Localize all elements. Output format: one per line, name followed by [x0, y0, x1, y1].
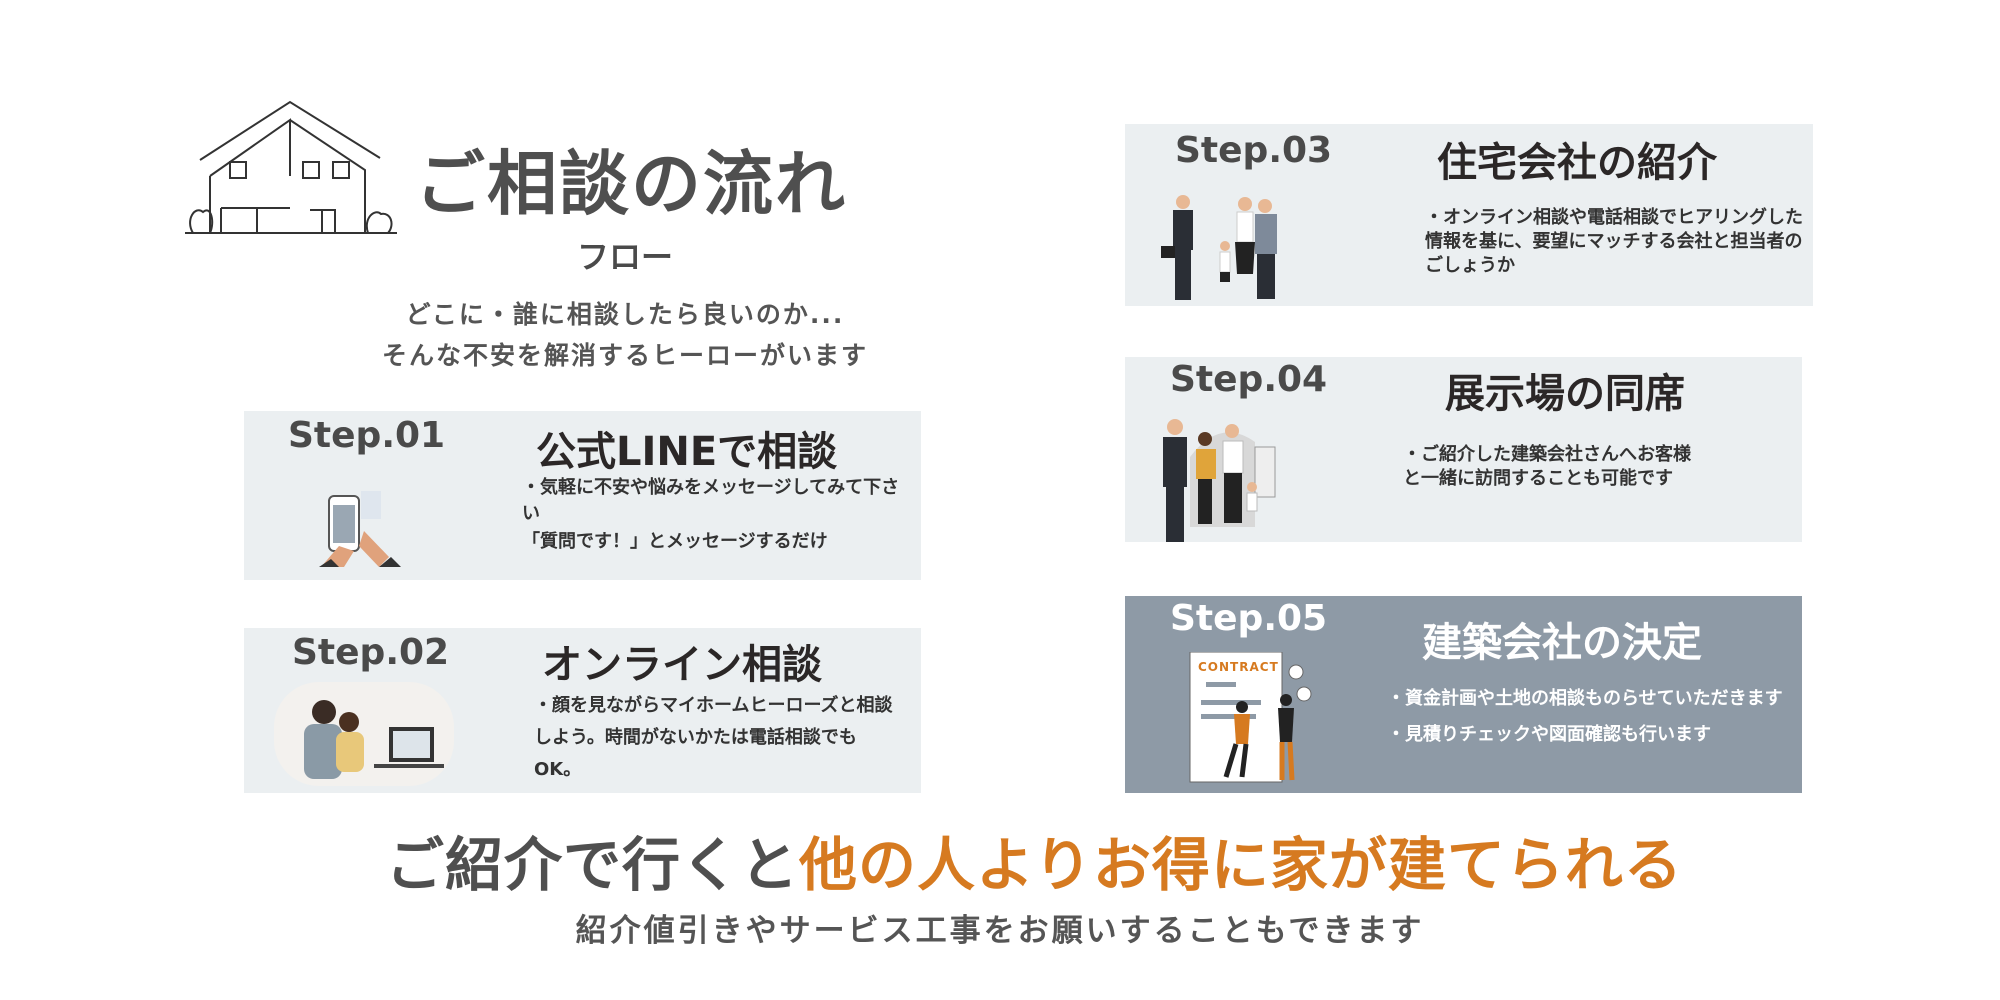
headline-highlight: 他の人よりお得に家が建てられる: [799, 831, 1683, 899]
step-title: 公式LINEで相談: [536, 429, 838, 475]
step-description: ・ご紹介した建築会社さんへお客様と一緒に訪問することも可能です: [1403, 444, 1691, 489]
desc-line: 「質問です！」とメッセージするだけ: [522, 531, 828, 552]
agent-family-illustration: [1161, 195, 1277, 300]
house-icon: [185, 100, 397, 234]
step-03-card: Step.03 住宅会社の紹介 ・オンライン相談や電話相談でヒアリングした情報を…: [1125, 124, 1813, 306]
step-description: ・顔を見ながらマイホームヒーローズと相談しよう。時間がないかたは電話相談でもOK…: [534, 695, 893, 780]
step-title: オンライン相談: [542, 642, 822, 688]
step-description: ・資金計画や土地の相談ものらせていただきます ・見積りチェックや図面確認も行いま…: [1387, 688, 1787, 746]
page-title: ご相談の流れ: [415, 143, 847, 225]
step-04-card: Step.04 展示場の同席 ・ご紹介した建築会社さんへお客様と一緒に訪問するこ…: [1125, 357, 1802, 542]
desc-line: ・見積りチェックや図面確認も行います: [1387, 724, 1711, 745]
online-consultation-illustration: [274, 682, 454, 786]
lead-line: そんな不安を解消するヒーローがいます: [381, 341, 868, 370]
step-label: Step.03: [1175, 130, 1333, 171]
step-label: Step.01: [288, 415, 446, 456]
step-label: Step.02: [292, 632, 450, 673]
desc-line: ・資金計画や土地の相談ものらせていただきます: [1387, 688, 1783, 709]
lead-line: どこに・誰に相談したら良いのか...: [405, 300, 845, 329]
desc-line: ・気軽に不安や悩みをメッセージしてみて下さい: [522, 477, 900, 524]
footer-note: 紹介値引きやサービス工事をお願いすることもできます: [575, 913, 1425, 949]
contract-label: CONTRACT: [1198, 660, 1279, 674]
step-02-card: Step.02 オンライン相談 ・顔を見ながらマイホームヒーローズと相談しよう。…: [244, 628, 921, 793]
lead-text: どこに・誰に相談したら良いのか... そんな不安を解消するヒーローがいます: [340, 294, 910, 376]
step-05-card: Step.05 建築会社の決定 ・資金計画や土地の相談ものらせていただきます ・…: [1125, 596, 1802, 793]
step-title: 建築会社の決定: [1422, 620, 1702, 666]
phone-hands-illustration: [319, 491, 401, 567]
handshake-icon: [1189, 652, 1312, 783]
step-label: Step.05: [1170, 598, 1328, 639]
showroom-visit-illustration: [1163, 419, 1276, 542]
step-description: ・オンライン相談や電話相談でヒアリングした情報を基に、要望にマッチする会社と担当…: [1425, 207, 1803, 276]
step-title: 住宅会社の紹介: [1437, 140, 1717, 186]
headline-plain: ご紹介で行くと: [386, 831, 800, 899]
step-label: Step.04: [1170, 359, 1328, 400]
page-subtitle: フロー: [576, 238, 673, 276]
contract-illustration: CONTRACT: [1186, 652, 1316, 787]
headline: ご紹介で行くと他の人よりお得に家が建てられる: [386, 818, 1683, 902]
step-01-card: Step.01 公式LINEで相談 ・気軽に不安や悩みをメッセージしてみて下さい…: [244, 411, 921, 580]
step-title: 展示場の同席: [1445, 371, 1685, 417]
step-description: ・気軽に不安や悩みをメッセージしてみて下さい 「質問です！」とメッセージするだけ: [522, 475, 902, 555]
